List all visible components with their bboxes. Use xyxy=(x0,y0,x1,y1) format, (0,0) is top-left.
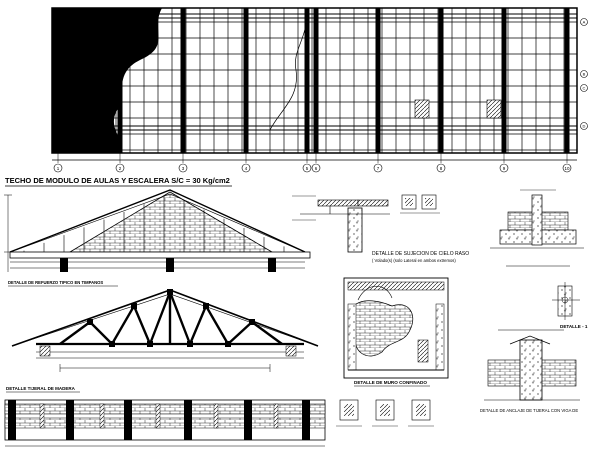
confined-wall-detail xyxy=(343,277,449,379)
plan-column-9 xyxy=(501,8,507,153)
plan-column-7 xyxy=(375,8,381,153)
axis-marker-9: 9 xyxy=(499,153,509,173)
cielo-raso-note: ( Volado(s) (solo Lateral en ambos extre… xyxy=(372,258,456,263)
plan-column-8 xyxy=(438,8,444,153)
row-marker-B: B xyxy=(580,70,588,78)
axis-marker-5: 5 xyxy=(302,153,312,173)
wall-strip xyxy=(4,399,326,447)
timber-truss xyxy=(11,289,319,372)
axis-marker-3: 3 xyxy=(178,153,188,173)
axis-label: 10 xyxy=(564,166,570,171)
refuerzo-label: DETALLE DE REFUERZO TIPICO EN TIMPANOS xyxy=(8,280,103,285)
detail-1 xyxy=(552,282,580,320)
plan-column-5 xyxy=(304,8,310,153)
axis-marker-10: 10 xyxy=(562,153,572,173)
muro-label: DETALLE DE MURO CONFINADO xyxy=(354,380,427,385)
plan-column-3 xyxy=(180,8,186,153)
roof-cover-fill xyxy=(52,8,162,153)
beam-support-detail xyxy=(490,189,584,249)
small-sections xyxy=(400,194,440,214)
cielo-raso-label: DETALLE DE SUJECION DE CIELO RASO xyxy=(372,251,469,257)
plan-column-1 xyxy=(55,8,61,153)
column-sections xyxy=(336,399,434,427)
section-title: TECHO DE MODULO DE AULAS Y ESCALERA S/C … xyxy=(5,176,230,185)
axis-label: 7 xyxy=(377,166,380,171)
axis-marker-1: 1 xyxy=(53,153,63,173)
axis-marker-2: 2 xyxy=(115,153,125,173)
row-marker-C: C xyxy=(580,84,588,92)
axis-marker-6: 6 xyxy=(311,153,321,173)
plan-column-6 xyxy=(313,8,319,153)
anclaje-label: DETALLE DE ANCLAJE DE TIJERAL CON VIGA D… xyxy=(480,408,578,413)
row-marker-D: D xyxy=(580,122,588,130)
roof-plan: 1 2 3 4 5 6 7 8 9 10 A B C D xyxy=(51,7,588,173)
plan-column-2 xyxy=(117,8,123,153)
svg-text:D: D xyxy=(583,124,586,129)
plan-column-4 xyxy=(243,8,249,153)
ceiling-detail xyxy=(292,195,390,253)
svg-text:A: A xyxy=(583,20,586,25)
axis-label: 8 xyxy=(440,166,443,171)
axis-label: 2 xyxy=(119,166,122,171)
axis-marker-8: 8 xyxy=(436,153,446,173)
tijeral-label: DETALLE TIJERAL DE MADERA xyxy=(6,386,76,391)
axis-label: 3 xyxy=(182,166,185,171)
axis-label: 4 xyxy=(245,166,248,171)
row-marker-A: A xyxy=(580,18,588,26)
anchor-detail xyxy=(484,329,580,401)
axis-marker-7: 7 xyxy=(373,153,383,173)
plan-column-10 xyxy=(564,8,570,153)
gable-elevation xyxy=(4,189,311,272)
detalle-1-label: DETALLE - 1 xyxy=(560,324,588,329)
axis-label: 6 xyxy=(315,166,318,171)
axis-label: 5 xyxy=(306,166,309,171)
axis-label: 1 xyxy=(57,166,60,171)
svg-text:B: B xyxy=(583,72,586,77)
axis-marker-4: 4 xyxy=(241,153,251,173)
axis-label: 9 xyxy=(503,166,506,171)
svg-text:C: C xyxy=(583,86,586,91)
